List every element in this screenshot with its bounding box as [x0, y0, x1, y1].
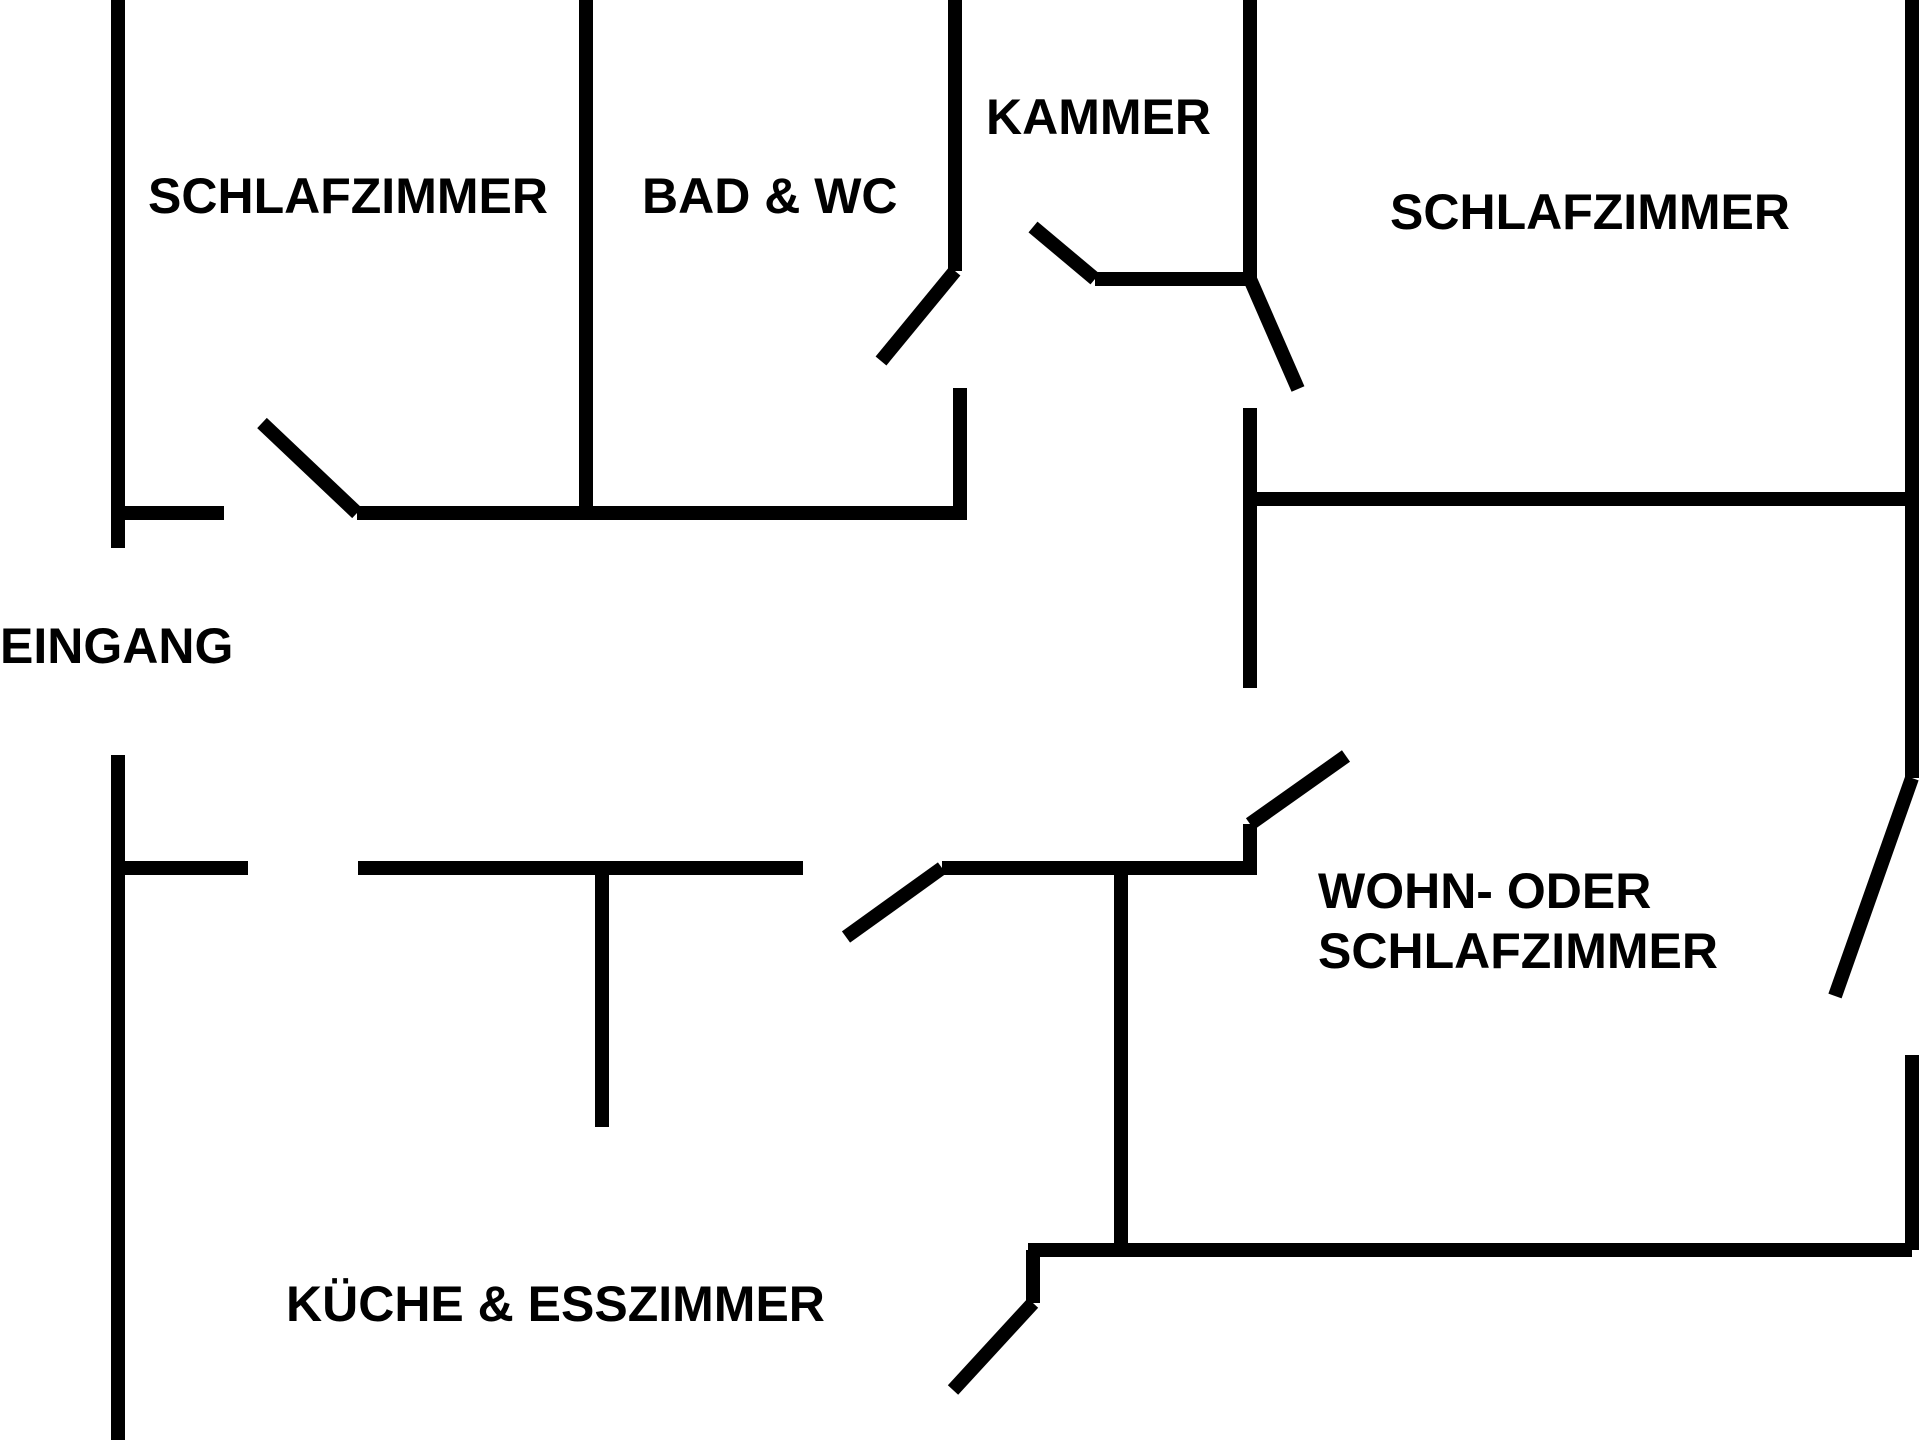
label-schlafzimmer-right: SCHLAFZIMMER	[1390, 184, 1790, 240]
door-kitchen	[841, 862, 947, 943]
wall-kitchen-top-right	[942, 824, 1257, 875]
door-swings	[257, 221, 1919, 1395]
door-bedroom-left	[257, 417, 362, 519]
label-bad-wc: BAD & WC	[642, 168, 898, 224]
label-kueche-esszimmer: KÜCHE & ESSZIMMER	[286, 1276, 825, 1332]
label-eingang: EINGANG	[0, 618, 233, 674]
room-labels: SCHLAFZIMMER BAD & WC KAMMER SCHLAFZIMME…	[0, 89, 1790, 1332]
door-bath	[875, 266, 961, 366]
door-kitchen-lower	[947, 1298, 1039, 1395]
label-schlafzimmer-living: SCHLAFZIMMER	[1318, 923, 1718, 979]
wall-upper-corridor	[357, 388, 967, 520]
door-bedroom-right	[1243, 276, 1305, 392]
walls	[111, 0, 1919, 1440]
door-living	[1245, 750, 1351, 830]
label-kammer: KAMMER	[986, 89, 1211, 145]
label-wohn-oder: WOHN- ODER	[1318, 863, 1651, 919]
door-kammer	[1028, 221, 1100, 285]
door-living-right	[1828, 775, 1919, 999]
label-schlafzimmer-left: SCHLAFZIMMER	[148, 168, 548, 224]
